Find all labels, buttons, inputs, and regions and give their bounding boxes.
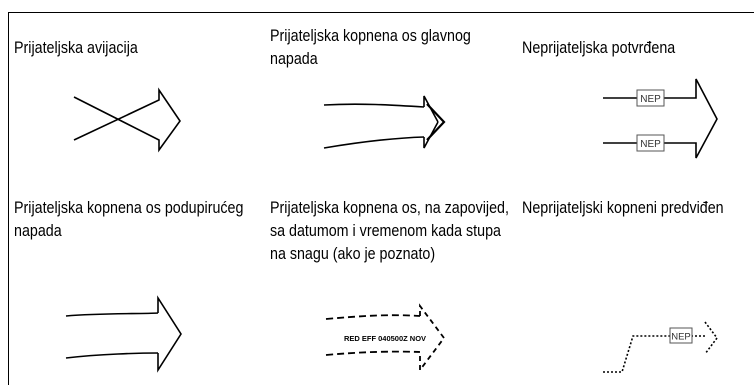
cell-title-enemy-anticipated: Neprijateljski kopneni predviđen — [522, 196, 724, 219]
friendly-aviation-symbol — [73, 87, 181, 153]
cell-title-supporting-attack: Prijateljska kopnena os podupirućeg napa… — [14, 196, 243, 242]
nep-label-bottom: NEP — [640, 139, 661, 150]
nep-label-anticipated: NEP — [671, 332, 691, 343]
title-line: Neprijateljski kopneni predviđen — [522, 198, 724, 217]
nep-label-top: NEP — [640, 94, 661, 105]
nep-label-box-bottom — [636, 134, 665, 152]
table-frame — [8, 12, 754, 385]
title-line: Prijateljska avijacija — [14, 38, 138, 57]
enemy-confirmed-symbol — [603, 78, 718, 159]
title-line: Prijateljska kopnena os, na zapovijed, — [270, 198, 509, 217]
title-line: sa datumom i vremenom kada stupa — [270, 221, 501, 240]
enemy-anticipated-symbol — [603, 321, 718, 373]
on-order-axis-symbol — [325, 303, 446, 373]
cell-title-enemy-confirmed: Neprijateljska potvrđena — [522, 36, 675, 59]
cell-title-friendly-aviation: Prijateljska avijacija — [14, 36, 138, 59]
title-line: Prijateljska kopnena os glavnog — [270, 26, 471, 45]
main-attack-axis-symbol — [323, 95, 446, 149]
cell-title-main-attack: Prijateljska kopnena os glavnog napada — [270, 24, 471, 70]
title-line: napada — [14, 221, 62, 240]
nep-label-box-anticipated — [669, 327, 693, 344]
title-line: na snagu (ako je poznato) — [270, 244, 436, 263]
title-line: Prijateljska kopnena os podupirućeg — [14, 198, 244, 217]
title-line: Neprijateljska potvrđena — [522, 38, 676, 57]
date-time-group-label: RED EFF 040500Z NOV — [344, 334, 426, 343]
title-line: napada — [270, 49, 318, 68]
supporting-attack-axis-symbol — [65, 295, 182, 373]
cell-title-on-order: Prijateljska kopnena os, na zapovijed, s… — [270, 196, 509, 265]
nep-label-box-top — [636, 89, 665, 107]
